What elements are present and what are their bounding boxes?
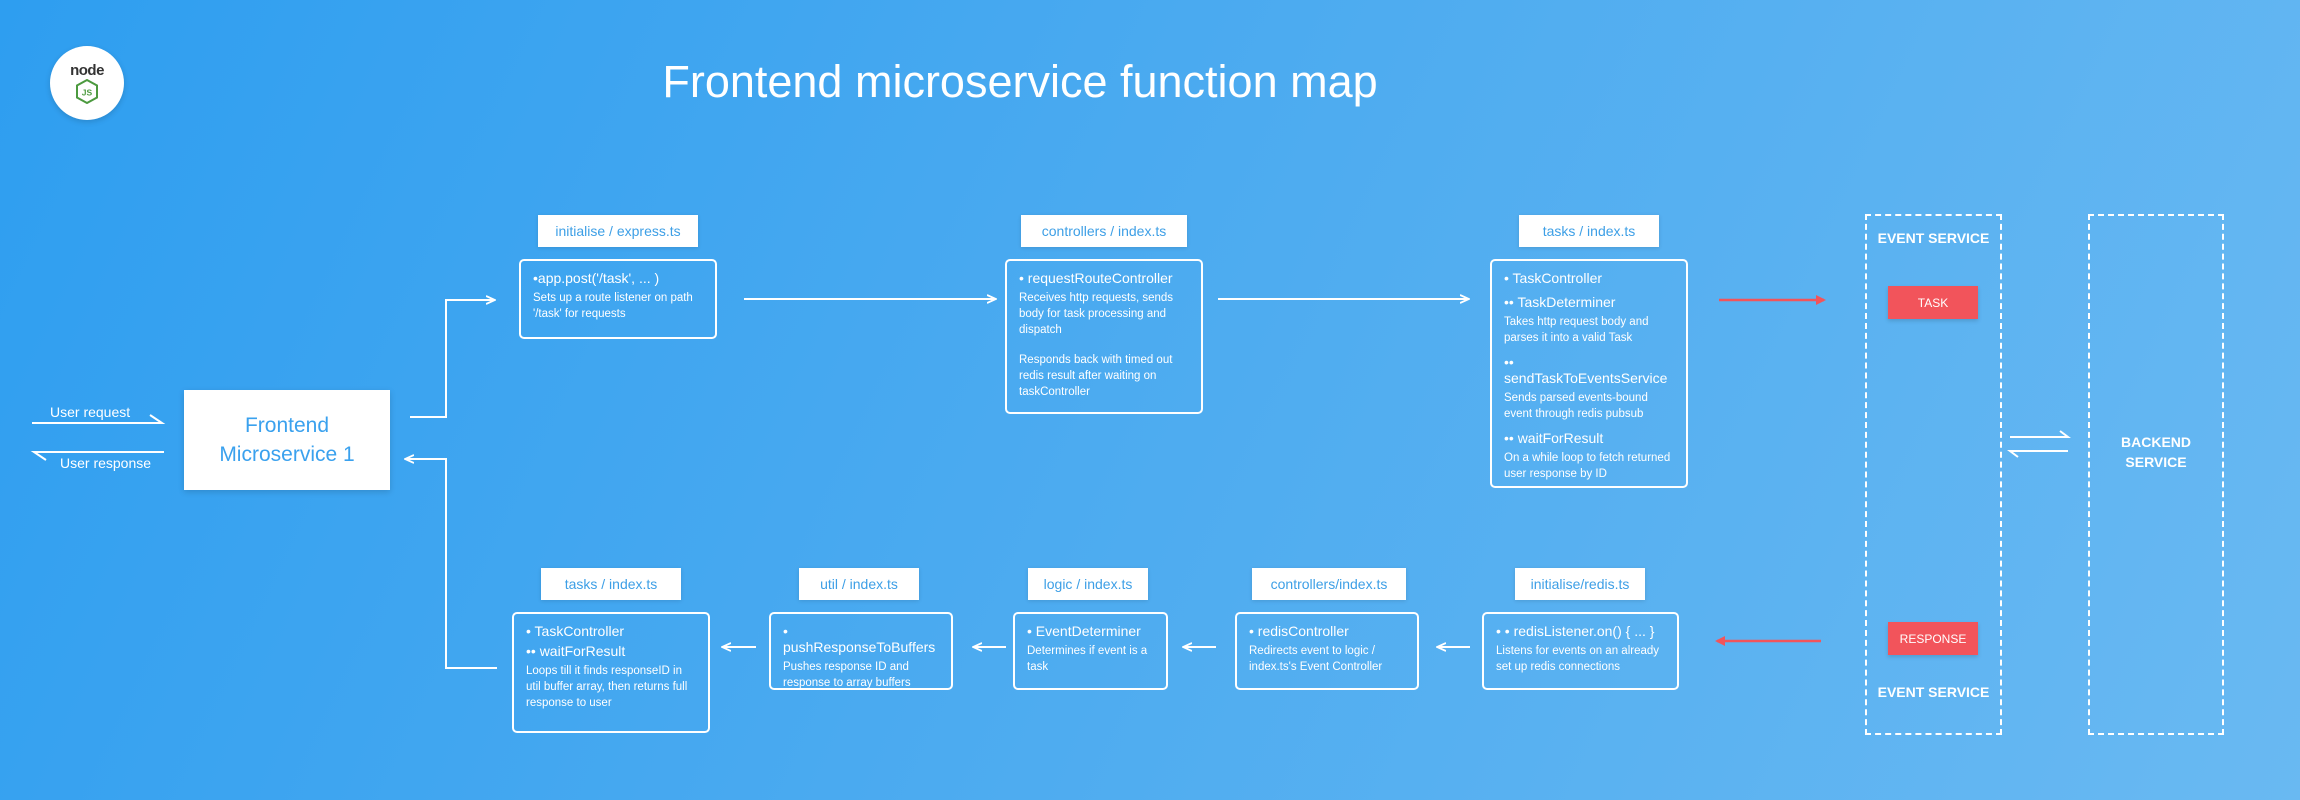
desc-task-determiner: Takes http request body and parses it in… <box>1504 316 1649 344</box>
user-request-arrow <box>32 414 166 424</box>
fn-task-controller-top: • TaskController <box>1504 270 1603 286</box>
fn-request-route-controller: • requestRouteController <box>1019 270 1173 286</box>
event-service-label-bottom: EVENT SERVICE <box>1877 684 1990 700</box>
card-redis-listener: • • redisListener.on() { ... } Listens f… <box>1482 612 1679 690</box>
fn-wait-for-result-bottom: •• waitForResult <box>526 643 626 659</box>
frontend-box-line1: Frontend <box>244 414 330 437</box>
card-push-response-to-buffers: • pushResponseToBuffers Pushes response … <box>769 612 953 690</box>
desc-event-determiner: Determines if event is a task <box>1027 645 1148 673</box>
desc-send-task-to-events-service: Sends parsed events-bound event through … <box>1504 392 1648 420</box>
fn-send-task-to-events-service: •• sendTaskToEventsService <box>1504 354 1668 386</box>
file-tag-controllers: controllers / index.ts <box>1021 215 1187 247</box>
fn-redis-listener: • • redisListener.on() { ... } <box>1496 623 1655 639</box>
desc-redis-controller: Redirects event to logic / index.ts's Ev… <box>1249 645 1383 673</box>
desc-redis-listener: Listens for events on an already set up … <box>1496 645 1660 673</box>
file-tag-tasks-top: tasks / index.ts <box>1519 215 1659 247</box>
nodejs-hexagon-icon: JS <box>76 79 98 104</box>
desc-wait-for-result-bottom: Loops till it finds responseID in util b… <box>526 665 688 709</box>
frontend-microservice-box: Frontend Microservice 1 <box>184 390 390 490</box>
event-to-backend-arrow <box>2010 430 2071 438</box>
fn-wait-for-result-top: •• waitForResult <box>1504 430 1604 446</box>
file-tag-redis: initialise/redis.ts <box>1515 568 1645 600</box>
file-tag-logic: logic / index.ts <box>1028 568 1148 600</box>
card-app-post: •app.post('/task', ... ) Sets up a route… <box>519 259 717 339</box>
card-task-controller-bottom: • TaskController •• waitForResult Loops … <box>512 612 710 733</box>
fn-event-determiner: • EventDeterminer <box>1027 623 1141 639</box>
response-button[interactable]: RESPONSE <box>1888 622 1978 655</box>
file-tag-util: util / index.ts <box>799 568 919 600</box>
fn-task-controller-bottom: • TaskController <box>526 623 625 639</box>
card-task-controller-top: • TaskController •• TaskDeterminer Takes… <box>1490 259 1688 488</box>
backend-to-event-arrow <box>2007 450 2068 458</box>
page-title: Frontend microservice function map <box>662 56 1378 107</box>
task-button[interactable]: TASK <box>1888 286 1978 319</box>
file-tag-tasks-bottom: tasks / index.ts <box>541 568 681 600</box>
fn-push-response-to-buffers: • pushResponseToBuffers <box>783 623 936 655</box>
event-service-container: EVENT SERVICE TASK RESPONSE EVENT SERVIC… <box>1865 214 2002 735</box>
backend-service-label: BACKEND SERVICE <box>2121 434 2191 470</box>
user-response-arrow <box>30 451 164 461</box>
nodejs-logo: node JS <box>50 46 124 120</box>
user-response-label: User response <box>60 455 152 471</box>
fn-redis-controller: • redisController <box>1249 623 1349 639</box>
card-redis-controller: • redisController Redirects event to log… <box>1235 612 1419 690</box>
desc-request-route-respond: Responds back with timed out redis resul… <box>1019 354 1173 398</box>
frontend-to-express-arrow <box>410 300 494 418</box>
logo-badge-text: JS <box>82 88 93 98</box>
desc-app-post: Sets up a route listener on path '/task'… <box>533 292 693 320</box>
file-tag-controllers-bottom: controllers/index.ts <box>1252 568 1406 600</box>
card-request-route-controller: • requestRouteController Receives http r… <box>1005 259 1203 414</box>
fn-app-post: •app.post('/task', ... ) <box>533 270 660 286</box>
user-request-label: User request <box>50 404 131 420</box>
backend-service-container: BACKEND SERVICE <box>2088 214 2224 735</box>
event-service-label-top: EVENT SERVICE <box>1877 230 1990 246</box>
card-event-determiner: • EventDeterminer Determines if event is… <box>1013 612 1168 690</box>
file-tag-express: initialise / express.ts <box>538 215 698 247</box>
tasks-to-frontend-arrow <box>406 459 497 669</box>
desc-request-route-receive: Receives http requests, sends body for t… <box>1019 292 1174 336</box>
frontend-box-line2: Microservice 1 <box>219 443 355 466</box>
desc-push-response-to-buffers: Pushes response ID and response to array… <box>783 661 911 689</box>
desc-wait-for-result-top: On a while loop to fetch returned user r… <box>1504 452 1671 480</box>
logo-wordmark: node <box>70 62 104 79</box>
fn-task-determiner: •• TaskDeterminer <box>1504 294 1616 310</box>
